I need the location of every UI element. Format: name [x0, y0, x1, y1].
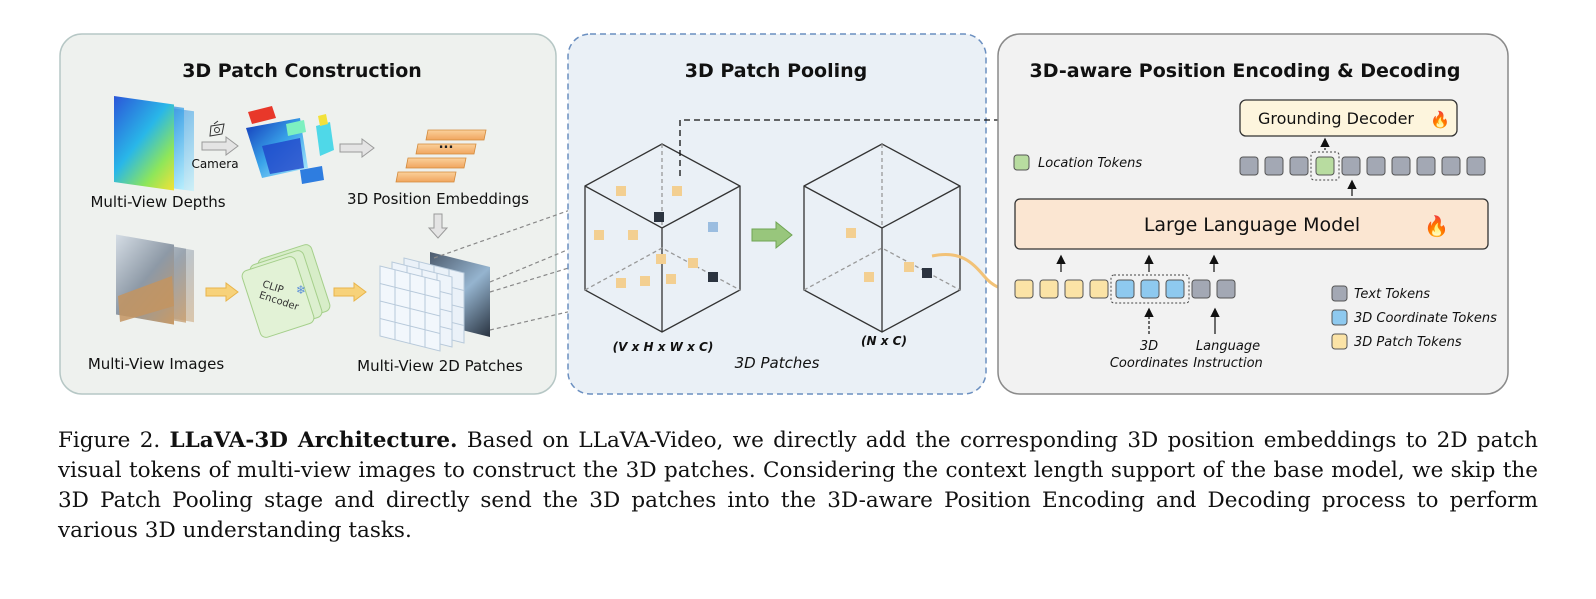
architecture-diagram: 3D Patch Construction Multi-View Depths … [59, 33, 1509, 395]
lang-label-line2: Instruction [1193, 356, 1263, 371]
multi-view-images-photo [116, 234, 194, 325]
panel-position-encoding-decoding: 3D-aware Position Encoding & Decoding Gr… [997, 33, 1509, 395]
image-to-clip-arrow [205, 282, 239, 302]
location-tokens-label: Location Tokens [1038, 156, 1142, 171]
3d-patches-label: 3D Patches [735, 354, 820, 372]
caption-label: Figure 2. [58, 428, 161, 453]
multi-view-depths-image [114, 96, 194, 192]
location-token-highlight [1310, 151, 1340, 181]
camera-label: Camera [191, 157, 238, 171]
legend-swatch-patch [1331, 333, 1348, 350]
legend-label-text: Text Tokens [1354, 287, 1430, 302]
panel-title: 3D-aware Position Encoding & Decoding [1030, 60, 1461, 82]
fire-icon: 🔥 [1430, 110, 1450, 129]
legend-swatch-text [1331, 285, 1348, 302]
caption-text: Based on LLaVA-Video, we directly add th… [58, 428, 1538, 543]
camera-arrow [201, 136, 239, 156]
snowflake-icon: ❄ [296, 283, 306, 297]
cloud-to-embed-arrow [339, 138, 375, 158]
output-cube-patches [846, 228, 932, 282]
token-legend: Text Tokens 3D Coordinate Tokens 3D Patc… [1331, 285, 1497, 350]
lang-label-line1: Language [1196, 339, 1260, 354]
pos-embed-label: 3D Position Embeddings [347, 190, 529, 208]
depths-label: Multi-View Depths [90, 193, 225, 211]
llm-label: Large Language Model [1144, 214, 1360, 236]
panel-3d-patch-pooling: 3D Patch Pooling (V x H x W x C) [567, 33, 987, 395]
grounding-decoder-label: Grounding Decoder [1258, 109, 1414, 128]
output-token-row [1239, 156, 1486, 176]
pooling-arrow [751, 220, 793, 250]
output-cube [803, 143, 961, 333]
legend-swatch-coord [1331, 309, 1348, 326]
legend-label-patch: 3D Patch Tokens [1354, 335, 1462, 350]
fire-icon: 🔥 [1424, 214, 1449, 238]
embed-down-arrow [427, 213, 449, 239]
clip-to-patches-arrow [333, 282, 367, 302]
figure-caption: Figure 2. LLaVA-3D Architecture. Based o… [58, 426, 1538, 546]
embed-ellipsis: ... [439, 137, 454, 152]
clip-encoder: CLIP Encoder ❄ [241, 244, 331, 338]
input-shape-label: (V x H x W x C) [613, 340, 714, 354]
panel-3d-patch-construction: 3D Patch Construction Multi-View Depths … [59, 33, 557, 395]
coords-label-line2: Coordinates [1110, 356, 1188, 371]
location-token-swatch [1013, 154, 1030, 171]
legend-label-coord: 3D Coordinate Tokens [1354, 311, 1497, 326]
patches-label: Multi-View 2D Patches [357, 357, 523, 375]
caption-title: LLaVA-3D Architecture. [169, 428, 458, 453]
position-embeddings-stack [395, 129, 487, 183]
coords-label-line1: 3D [1140, 339, 1158, 354]
grounding-decoder-box [1239, 99, 1458, 137]
panel-title: 3D Patch Construction [182, 60, 422, 82]
multi-view-2d-patches [379, 252, 490, 352]
llm-box [1014, 198, 1489, 250]
panel-title: 3D Patch Pooling [685, 60, 868, 82]
input-token-row [1014, 279, 1236, 299]
coord-token-highlight [1110, 274, 1190, 304]
point-cloud-image [246, 106, 334, 184]
input-cube-patches [594, 186, 718, 288]
camera-icon [209, 120, 225, 137]
images-label: Multi-View Images [88, 355, 225, 373]
output-shape-label: (N x C) [861, 334, 907, 348]
